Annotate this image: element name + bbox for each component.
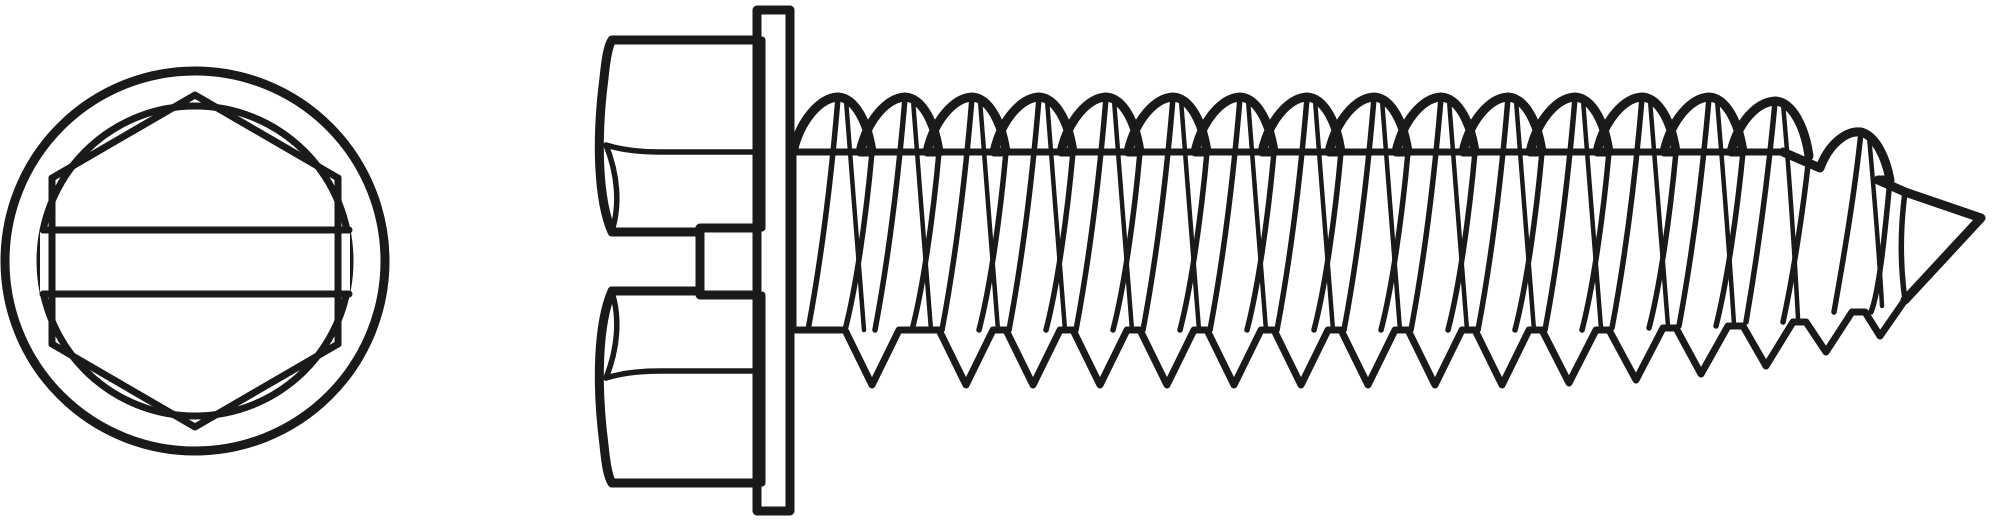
- thread-helix-flank-lines: [805, 95, 1893, 333]
- hex-head-lower-block: [594, 286, 767, 488]
- gimlet-point-tip: [1900, 187, 1986, 305]
- hex-head-lower-corner-line: [603, 289, 620, 381]
- thread-rear-flank-lines: [843, 97, 1885, 333]
- gimlet-point-back-edge: [1898, 189, 1908, 303]
- washer-flange-outline-circle: [0, 66, 390, 456]
- shank-first-crest-rise: [788, 92, 843, 157]
- hex-head-upper-chamfer-line: [603, 142, 765, 155]
- thread-root-line-bottom: [789, 296, 1909, 389]
- side-profile-view: [594, 5, 1986, 516]
- slot-notch-outline: [607, 227, 705, 296]
- hex-head-upper-corner-line: [603, 142, 620, 234]
- slot-recess-fill: [40, 231, 350, 293]
- hex-head-lower-chamfer-line: [603, 368, 765, 381]
- hex-head-upper-block: [594, 35, 767, 237]
- head-end-view: [0, 66, 390, 456]
- thread-body: [788, 92, 1986, 389]
- thread-crest-taper-top: [1778, 127, 1910, 197]
